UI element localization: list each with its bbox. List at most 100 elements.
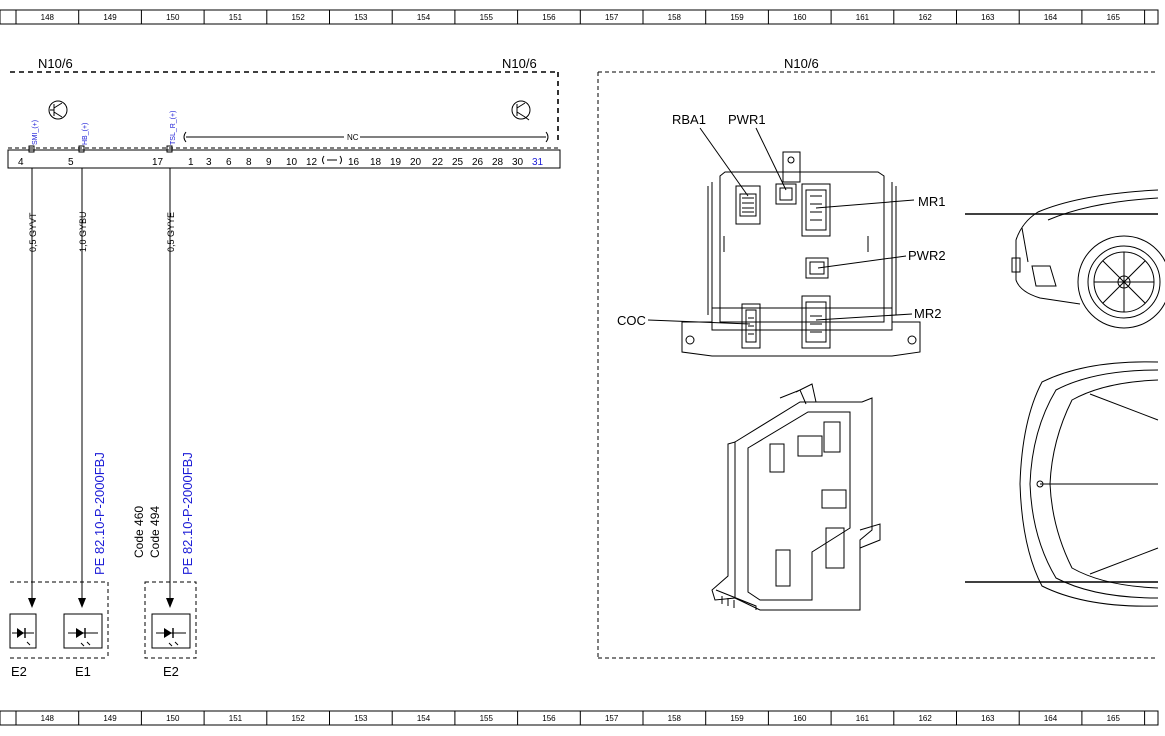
transistor-icon-left: [48, 100, 68, 120]
grid-column-number: 161: [856, 714, 870, 723]
connector-mr2: [801, 295, 831, 349]
connector-pwr2: [805, 257, 829, 279]
pin-number: 8: [246, 157, 252, 168]
connector-label-mr1: MR1: [918, 194, 945, 209]
led-icon: [151, 613, 191, 649]
grid-column-number: 157: [605, 714, 619, 723]
grid-column-number: 162: [918, 714, 932, 723]
code-label-460: Code 460: [132, 506, 146, 558]
grid-column-number: 158: [668, 714, 682, 723]
lamp-label-e2-right: E2: [163, 664, 179, 679]
nc-bracket: NC: [183, 131, 549, 143]
grid-column-number: 150: [166, 13, 180, 22]
grid-column-number: 163: [981, 714, 995, 723]
grid-column-number: 156: [542, 13, 556, 22]
pin-number: 18: [370, 157, 382, 168]
module-view-label: N10/6: [784, 56, 819, 71]
grid-column-number: 158: [668, 13, 682, 22]
pin-number: 10: [286, 157, 298, 168]
pin-number: 31: [532, 157, 544, 168]
connector-mr1: [801, 183, 831, 237]
grid-column-number: 149: [103, 714, 117, 723]
grid-column-number: 152: [291, 714, 305, 723]
grid-column-number: 165: [1107, 13, 1121, 22]
pin-number: 9: [266, 157, 272, 168]
reference-link-1[interactable]: PE 82.10-P-2000FBJ: [92, 452, 107, 575]
module-block-left: N10/6 N10/6 SMI_(+) HB_(+) TSL_R_(+): [7, 56, 561, 679]
grid-column-number: 163: [981, 13, 995, 22]
grid-column-number: 160: [793, 13, 807, 22]
pin-number: 28: [492, 157, 504, 168]
bottom-grid-ruler: 148 149 150 151 152 153 154 155 156 157 158 159 160 1…: [0, 710, 1159, 726]
pin-number: 26: [472, 157, 484, 168]
signal-name-tsl: TSL_R_(+): [170, 111, 177, 145]
pin-number: 5: [68, 157, 74, 168]
component-view: N10/6: [597, 56, 1165, 659]
grid-column-number: 154: [417, 13, 431, 22]
grid-column-number: 151: [229, 714, 243, 723]
connector-label-pwr2: PWR2: [908, 248, 946, 263]
grid-column-number: 160: [793, 714, 807, 723]
led-icon: [9, 613, 37, 649]
grid-column-number: 154: [417, 714, 431, 723]
pin-number: 3: [206, 157, 212, 168]
grid-column-number: 149: [103, 13, 117, 22]
pin-number: 22: [432, 157, 444, 168]
connector-label-mr2: MR2: [914, 306, 941, 321]
lamp-label-e2-left: E2: [11, 664, 27, 679]
grid-column-number: 153: [354, 714, 368, 723]
vehicle-side-view: [965, 189, 1165, 329]
code-label-494: Code 494: [148, 506, 162, 558]
vehicle-top-view: [965, 361, 1159, 607]
grid-column-number: 156: [542, 714, 556, 723]
module-label-left: N10/6: [38, 56, 73, 71]
connector-rba1: [735, 185, 761, 225]
grid-column-number: 150: [166, 714, 180, 723]
pin-number: 1: [188, 157, 194, 168]
grid-column-number: 164: [1044, 13, 1058, 22]
pin-number: 6: [226, 157, 232, 168]
grid-column-number: 152: [291, 13, 305, 22]
grid-column-number: 164: [1044, 714, 1058, 723]
grid-column-number: 157: [605, 13, 619, 22]
module-housing-front: [681, 151, 921, 357]
lamp-group-left: [10, 581, 109, 659]
wire-label-tsl: 0,5 GYYE: [166, 212, 176, 252]
pin-number: 25: [452, 157, 464, 168]
pin-number: 30: [512, 157, 524, 168]
signal-name-smi: SMI_(+): [32, 120, 39, 145]
pin-number: 20: [410, 157, 422, 168]
grid-column-number: 148: [41, 714, 55, 723]
connector-coc: [741, 303, 761, 349]
wire-label-smi: 0,5 GYVT: [28, 212, 38, 252]
wire-label-hb: 1,0 GYBU: [78, 211, 88, 252]
pin-number: 12: [306, 157, 318, 168]
grid-column-number: 159: [730, 13, 744, 22]
connector-label-pwr1: PWR1: [728, 112, 766, 127]
grid-column-number: 155: [480, 714, 494, 723]
signal-name-hb: HB_(+): [82, 123, 89, 145]
grid-column-number: 151: [229, 13, 243, 22]
grid-column-number: 159: [730, 714, 744, 723]
pin-number: 19: [390, 157, 402, 168]
grid-column-number: 165: [1107, 714, 1121, 723]
connector-pwr1: [775, 183, 797, 205]
grid-column-number: 162: [918, 13, 932, 22]
pin-number: 16: [348, 157, 360, 168]
pin-number: 4: [18, 157, 24, 168]
connector-label-coc: COC: [617, 313, 646, 328]
pin-number: 17: [152, 157, 164, 168]
module-label-right: N10/6: [502, 56, 537, 71]
module-isometric-view: [711, 383, 881, 611]
led-icon: [63, 613, 103, 649]
reference-link-2[interactable]: PE 82.10-P-2000FBJ: [180, 452, 195, 575]
nc-label: NC: [347, 133, 359, 142]
connector-label-rba1: RBA1: [672, 112, 706, 127]
nc-pin-numbers: 1 3 6 8 9 10 12 16 18 19 20 22 25 26 28 30 31: [188, 157, 544, 168]
grid-column-number: 161: [856, 13, 870, 22]
grid-column-number: 148: [41, 13, 55, 22]
grid-column-number: 153: [354, 13, 368, 22]
grid-column-number: 155: [480, 13, 494, 22]
lamp-label-e1: E1: [75, 664, 91, 679]
